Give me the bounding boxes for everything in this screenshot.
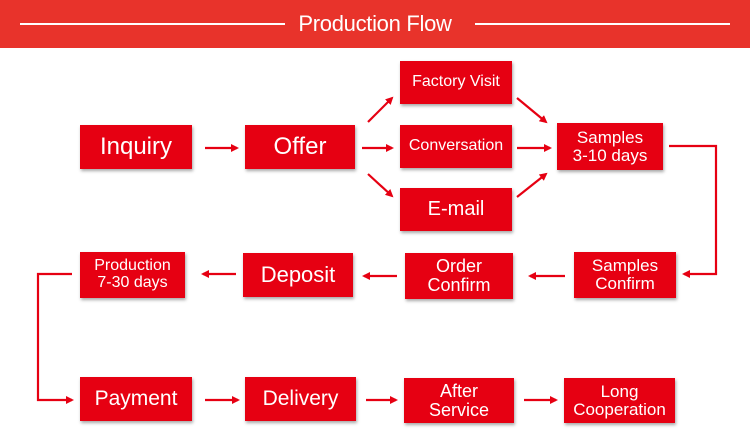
node-delivery: Delivery — [245, 377, 356, 421]
node-payment: Payment — [80, 377, 192, 421]
page-title-text: Production Flow — [290, 11, 460, 36]
arrow-offer-factory-visit — [367, 96, 394, 123]
node-inquiry: Inquiry — [80, 125, 192, 169]
node-conversation: Conversation — [400, 125, 512, 168]
header-divider-right — [475, 23, 730, 25]
node-deposit: Deposit — [243, 253, 353, 297]
node-long-cooperation: Long Cooperation — [564, 378, 675, 423]
arrow-email-samples — [516, 172, 548, 198]
arrow-samples-samples-confirm — [669, 144, 718, 278]
node-order-confirm: Order Confirm — [405, 253, 513, 299]
header-banner: Production Flow — [0, 0, 750, 48]
header-divider-left — [20, 23, 285, 25]
node-after-service: After Service — [404, 378, 514, 423]
page-title: Production Flow — [0, 0, 750, 48]
node-offer: Offer — [245, 125, 355, 169]
arrow-offer-email — [367, 173, 394, 198]
node-email: E-mail — [400, 188, 512, 231]
arrow-factory-visit-samples — [516, 97, 548, 124]
node-samples: Samples 3-10 days — [557, 123, 663, 170]
arrow-production-payment — [36, 272, 74, 404]
node-production: Production 7-30 days — [80, 252, 185, 298]
node-factory-visit: Factory Visit — [400, 61, 512, 104]
node-samples-confirm: Samples Confirm — [574, 252, 676, 298]
